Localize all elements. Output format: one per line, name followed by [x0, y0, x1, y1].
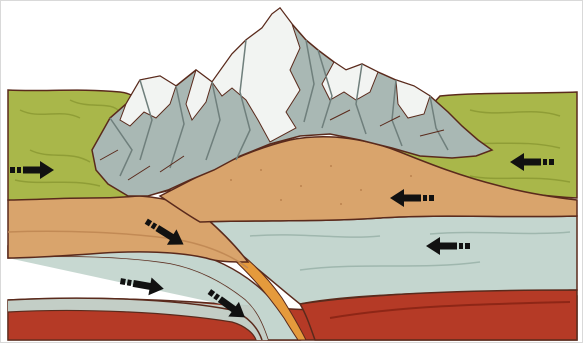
- plate-collision-diagram: [0, 0, 583, 343]
- diagram-canvas: [0, 0, 583, 343]
